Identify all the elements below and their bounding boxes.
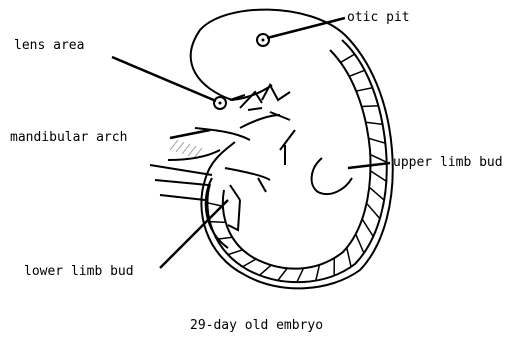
somite-divider xyxy=(316,265,320,281)
body-internal-strokes xyxy=(225,145,285,230)
somite-outer-edge xyxy=(207,40,386,282)
somite-divider xyxy=(210,222,226,223)
lower-limb-bud-leader xyxy=(160,200,228,268)
somite-divider xyxy=(347,248,351,267)
somite-divider xyxy=(341,54,355,62)
somite-divider xyxy=(260,265,272,275)
somite-divider xyxy=(369,187,384,200)
diagram-caption: 29-day old embryo xyxy=(190,318,323,333)
somite-divider xyxy=(228,250,243,255)
somite-divider xyxy=(356,88,372,91)
somite-divider xyxy=(362,106,379,107)
somite-band xyxy=(207,40,386,282)
otic-pit-leader xyxy=(267,18,345,38)
mandibular-hatch xyxy=(170,140,202,158)
somite-divider xyxy=(356,234,364,253)
label-mandibular-arch: mandibular arch xyxy=(10,130,127,146)
mandibular-arch-leader xyxy=(170,130,210,138)
label-upper-limb-bud: upper limb bud xyxy=(393,155,503,171)
somite-divider xyxy=(366,122,383,124)
lens-center xyxy=(219,102,222,105)
upper-limb-bud xyxy=(312,158,352,194)
somite-divider xyxy=(278,268,287,280)
label-otic-pit: otic pit xyxy=(347,10,410,26)
somite-divider xyxy=(297,268,304,282)
otic-pit-center xyxy=(262,39,265,42)
left-body-lines xyxy=(150,165,212,200)
somite-divider xyxy=(367,203,380,218)
somite-divider xyxy=(370,171,386,181)
somite-inner-edge xyxy=(223,50,371,269)
somite-divider xyxy=(362,219,373,236)
somite-divider xyxy=(369,138,386,143)
pharyngeal-strokes xyxy=(230,85,295,150)
label-lens-area: lens area xyxy=(14,38,84,54)
label-lower-limb-bud: lower limb bud xyxy=(24,264,134,280)
somite-divider xyxy=(349,70,364,76)
somite-divider xyxy=(370,155,386,163)
upper-limb-bud-leader xyxy=(348,163,390,168)
mandibular-arch-outline xyxy=(168,128,250,160)
somite-divider xyxy=(243,259,256,267)
